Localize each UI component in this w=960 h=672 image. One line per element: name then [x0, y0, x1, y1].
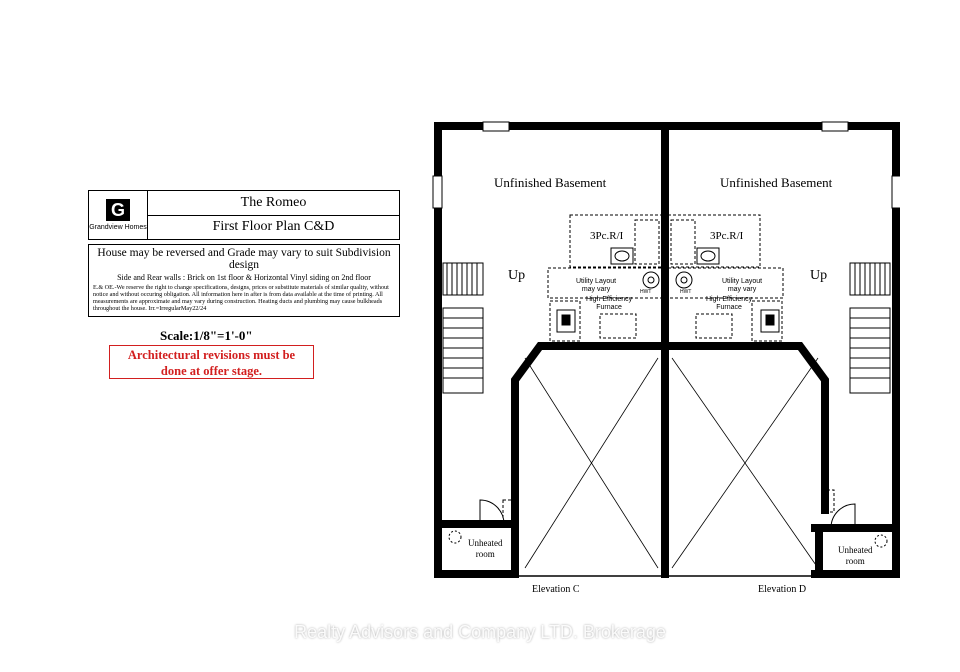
- unheated-room-left: Unheated room: [468, 538, 502, 560]
- scale-label: Scale:1/8"=1'-0": [160, 328, 253, 343]
- garage-wall-right: [661, 342, 829, 514]
- furnace-note-right-line2: Furnace: [716, 304, 742, 311]
- plan-notes: House may be reversed and Grade may vary…: [88, 244, 400, 317]
- utility-note-left-line1: Utility Layout: [576, 278, 617, 285]
- disclaimer: E.& OE.-We reserve the right to change s…: [93, 284, 389, 313]
- unheated-right-line2: room: [845, 556, 865, 566]
- bath-right-label: 3Pc.R/I: [710, 230, 744, 242]
- furnace-note-left-line2: Furnace: [596, 304, 622, 311]
- logo-text: Grandview Homes: [89, 224, 147, 231]
- hwt-right: HWT: [680, 289, 692, 295]
- basement-left-label: Unfinished Basement: [494, 175, 607, 190]
- watermark: Realty Advisors and Company LTD. Brokera…: [294, 622, 666, 642]
- door-left: [479, 499, 505, 525]
- title-block: G Grandview Homes The Romeo First Floor …: [88, 190, 400, 317]
- utility-note-left: Utility Layout may vary: [576, 278, 616, 294]
- furnace-note-left-line1: High Efficiency: [586, 296, 633, 303]
- furnace-note-left: High Efficiency Furnace: [586, 296, 632, 312]
- title-block-header: G Grandview Homes The Romeo First Floor …: [88, 190, 400, 240]
- model-name: The Romeo: [240, 194, 307, 210]
- logo-letter: G: [106, 199, 130, 221]
- revision-warning: Architectural revisions must be done at …: [109, 345, 314, 379]
- stairs-up-right: Up: [810, 268, 828, 283]
- hwt-left: HWT: [640, 289, 652, 295]
- door-right: [830, 503, 856, 529]
- utility-note-left-line2: may vary: [581, 286, 611, 293]
- fixtures: [448, 247, 888, 548]
- unheated-left-line2: room: [475, 549, 495, 559]
- revision-line-1: Architectural revisions must be: [127, 348, 296, 362]
- siding-note: Side and Rear walls : Brick on 1st floor…: [117, 273, 371, 282]
- unheated-room-right: Unheated room: [838, 545, 872, 567]
- stairs-up-left: Up: [508, 268, 526, 283]
- builder-logo: G Grandview Homes: [89, 191, 148, 239]
- unheated-left-line1: Unheated: [468, 538, 503, 548]
- floor-plan: Unfinished Basement Unfinished Basement …: [430, 118, 902, 595]
- utility-note-right-line1: Utility Layout: [722, 278, 763, 285]
- revision-line-2: done at offer stage.: [160, 364, 263, 378]
- elevation-c-label: Elevation C: [532, 584, 580, 595]
- unheated-right-line1: Unheated: [838, 545, 873, 555]
- stairs-right: [849, 262, 891, 394]
- plan-name: First Floor Plan C&D: [148, 214, 399, 240]
- utility-note-right: Utility Layout may vary: [722, 278, 762, 294]
- floor-plan-drawing: [432, 121, 902, 582]
- furnace-note-right: High Efficiency Furnace: [706, 296, 752, 312]
- reverse-notice: House may be reversed and Grade may vary…: [97, 247, 391, 271]
- utility-note-right-line2: may vary: [727, 286, 757, 293]
- garage-wall-left: [511, 342, 669, 578]
- basement-right-label: Unfinished Basement: [720, 175, 833, 190]
- bath-left-label: 3Pc.R/I: [590, 230, 624, 242]
- furnace-note-right-line1: High Efficiency: [706, 296, 753, 303]
- stairs-left: [442, 262, 484, 394]
- bath-rough-in: [502, 214, 835, 523]
- elevation-d-label: Elevation D: [758, 584, 807, 595]
